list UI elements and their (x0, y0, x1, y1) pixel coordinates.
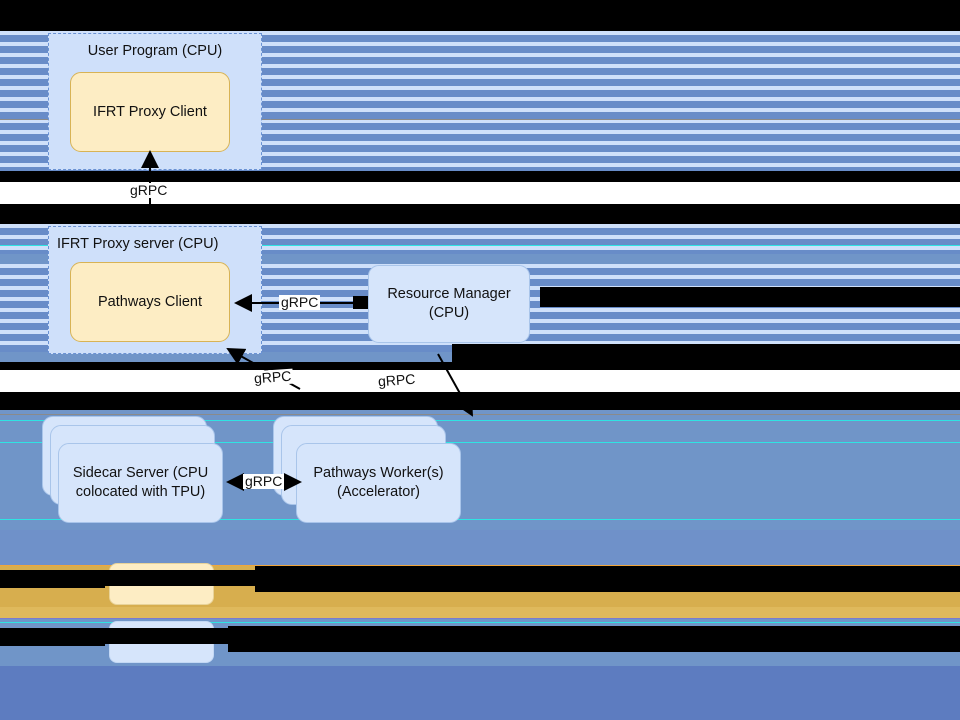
legend-swatch-blue (109, 621, 214, 663)
edge-label-sidecar-to-worker: gRPC (243, 473, 285, 490)
edge-label-client-to-server: gRPC (128, 182, 170, 199)
edge-rm-arrow-stub (353, 296, 368, 309)
node-sidecar-server-label-line2: colocated with TPU) (75, 484, 206, 500)
node-sidecar-server: Sidecar Server (CPU colocated with TPU) (58, 443, 223, 523)
edge-label-rm-to-pathways-client: gRPC (279, 294, 321, 311)
legend-swatch-yellow (109, 563, 214, 605)
node-pathways-workers: Pathways Worker(s) (Accelerator) (296, 443, 461, 523)
node-pathways-workers-label-line1: Pathways Worker(s) (313, 464, 444, 481)
node-pathways-client: Pathways Client (70, 262, 230, 342)
node-resource-manager-label-line2: (CPU) (428, 305, 470, 321)
edge-rm-to-workers-line (437, 353, 473, 417)
group-ifrt-proxy-server: IFRT Proxy server (CPU) Pathways Client (48, 226, 262, 354)
node-pathways-workers-label-line2: (Accelerator) (337, 484, 420, 500)
group-ifrt-proxy-server-label: IFRT Proxy server (CPU) (57, 236, 219, 252)
group-user-program-label: User Program (CPU) (87, 43, 223, 59)
node-pathways-client-label: Pathways Client (98, 294, 202, 310)
edge-label-rm-to-workers: gRPC (375, 371, 418, 390)
group-user-program: User Program (CPU) IFRT Proxy Client (48, 33, 262, 170)
node-sidecar-server-label-line1: Sidecar Server (CPU (72, 464, 209, 481)
node-ifrt-proxy-client-label: IFRT Proxy Client (93, 104, 207, 120)
node-resource-manager: Resource Manager (CPU) (368, 265, 530, 343)
edge-label-sidecar-to-pathways-client: gRPC (251, 368, 294, 387)
node-ifrt-proxy-client: IFRT Proxy Client (70, 72, 230, 152)
node-resource-manager-label-line1: Resource Manager (387, 285, 511, 302)
